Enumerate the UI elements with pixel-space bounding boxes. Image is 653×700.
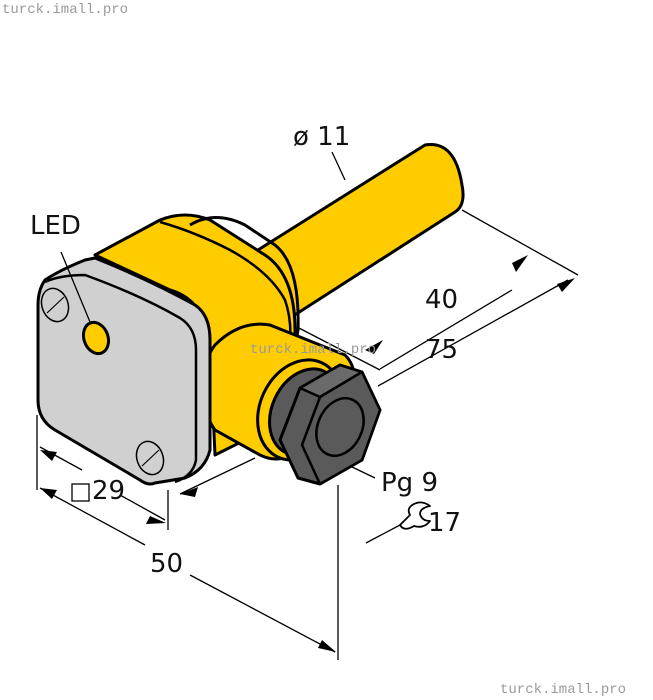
- hex-nut: [278, 363, 382, 486]
- watermark-center: turck.imall.pro: [250, 342, 377, 358]
- diameter-label: ø 11: [293, 122, 351, 152]
- dimension-lines: [36, 151, 579, 660]
- dimension-arrows: [40, 255, 575, 652]
- thread-label: Pg 9: [381, 468, 438, 498]
- wrench-size-label: 17: [428, 508, 462, 538]
- square-29-label: 29: [92, 476, 126, 506]
- sensing-rod: [248, 143, 465, 320]
- wrench-icon: [399, 501, 431, 530]
- length-40-label: 40: [425, 285, 459, 315]
- square-symbol: [71, 483, 90, 502]
- length-50-label: 50: [150, 549, 184, 579]
- led-label: LED: [30, 211, 81, 241]
- watermark-bottom-right: turck.imall.pro: [500, 682, 627, 698]
- length-75-label: 75: [425, 335, 459, 365]
- watermark-top-left: turck.imall.pro: [2, 2, 129, 18]
- front-face-plate: [36, 256, 212, 486]
- led-indicator: [81, 320, 111, 356]
